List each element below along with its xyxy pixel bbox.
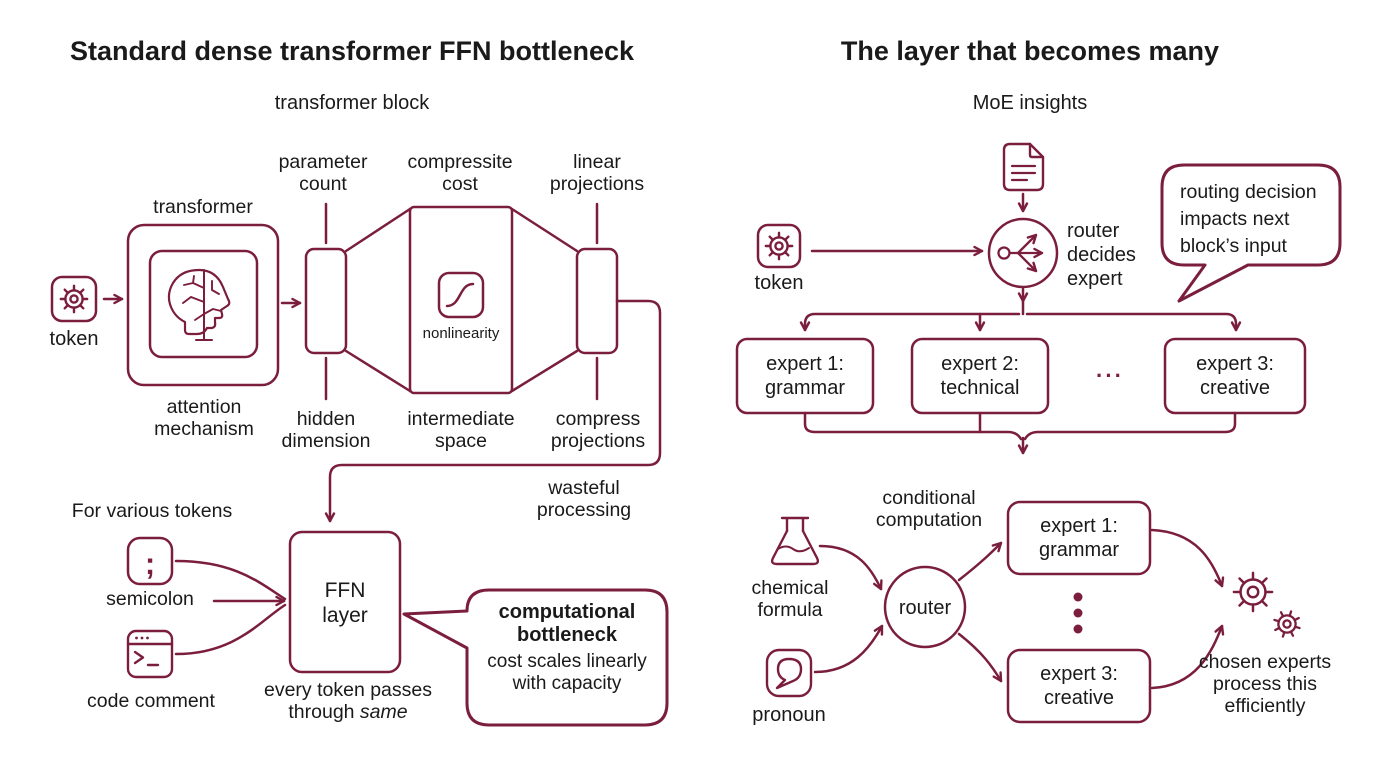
selected-expert-creative-label: expert 3: creative [1040, 663, 1118, 709]
bottleneck-speech-bubble [402, 588, 669, 727]
wasteful-processing-path [324, 299, 662, 523]
parameter-count-label: parameter count [278, 151, 368, 195]
chosen-experts-caption: chosen experts process this efficiently [1198, 651, 1332, 717]
expert-row-technical-label: expert 2: technical [940, 353, 1020, 399]
router-label: router [898, 597, 952, 619]
bubble-body: cost scales linearly with capacity [487, 651, 647, 694]
selected-expert-grammar-label: expert 1: grammar [1038, 515, 1120, 561]
experts-ellipsis: ··· [1096, 363, 1124, 388]
compress-projections-label: compress projections [550, 408, 646, 452]
gears-icon [1232, 571, 1305, 642]
routing-decision-bubble [1160, 163, 1342, 303]
nonlinearity-label: nonlinearity [422, 325, 500, 342]
semicolon-label: semicolon [106, 588, 194, 610]
transformer-label: transformer [153, 196, 253, 218]
flask-icon [770, 516, 820, 566]
every-token-caption: every token passes through same [263, 679, 433, 723]
conditional-routing-arrows [813, 541, 1003, 683]
compressite-cost-label: compressite cost [407, 151, 513, 195]
router-decides-expert-label: router decides expert [1067, 220, 1136, 290]
token-label: token [49, 328, 99, 350]
selected-expert-box-grammar [1006, 500, 1152, 576]
brain-icon [167, 268, 231, 341]
attention-mechanism-label: attention mechanism [154, 396, 254, 440]
intermediate-space-label: intermediate space [407, 408, 515, 452]
code-comment-label: code comment [87, 690, 215, 712]
pronoun-label: pronoun [752, 704, 826, 726]
left-title: Standard dense transformer FFN bottlenec… [69, 36, 635, 66]
router-circle [883, 565, 967, 649]
expert-row-creative-label: expert 3: creative [1196, 353, 1274, 399]
expert-row-grammar-label: expert 1: grammar [764, 353, 846, 399]
routing-decision-bubble-text: routing decision impacts next block’s in… [1180, 181, 1317, 257]
nonlinearity-icon [437, 271, 485, 319]
attention-box [148, 249, 259, 359]
left-subtitle: transformer block [274, 92, 430, 114]
semicolon-glyph: ; [145, 546, 155, 581]
ffn-layer-box [288, 530, 402, 674]
token-label-right: token [754, 272, 804, 294]
right-subtitle: MoE insights [972, 92, 1088, 114]
hidden-dimension-rect [304, 247, 348, 355]
converging-token-arrows [174, 559, 287, 656]
experts-converge-lines [803, 411, 1237, 455]
wasteful-processing-label: wasteful processing [536, 477, 632, 521]
for-various-tokens-label: For various tokens [71, 500, 233, 522]
speech-balloon-icon [765, 648, 813, 698]
bubble-title: computational bottleneck [498, 601, 636, 646]
vertical-ellipsis [1073, 592, 1083, 634]
intermediate-space-rect [408, 205, 514, 395]
hidden-dimension-label: hidden dimension [281, 408, 371, 452]
linear-projections-label: linear projections [549, 151, 645, 195]
router-split-icon [987, 217, 1059, 289]
chemical-formula-label: chemical formula [751, 577, 829, 621]
conditional-computation-label: conditional computation [875, 487, 983, 531]
document-icon [1002, 142, 1045, 192]
router-distribution-lines [799, 287, 1242, 332]
bottleneck-trapezoid-lines [344, 207, 579, 393]
token-icon [50, 275, 98, 323]
compress-projections-rect [575, 247, 619, 355]
transformer-box [126, 223, 280, 387]
right-title: The layer that becomes many [840, 36, 1220, 66]
experts-to-gears-arrows [1150, 528, 1225, 690]
ffn-layer-label: FFN layer [322, 579, 368, 627]
selected-expert-box-creative [1006, 648, 1152, 724]
semicolon-icon: ; [126, 536, 174, 586]
code-comment-icon [126, 629, 174, 679]
token-icon-right [756, 223, 802, 269]
